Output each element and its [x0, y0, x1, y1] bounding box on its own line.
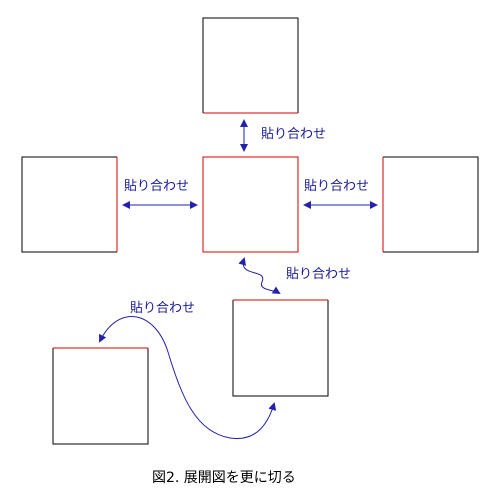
figure-caption: 図2. 展開図を更に切る: [152, 470, 296, 486]
face-left-edges: [21, 156, 117, 253]
face-lower: [232, 299, 329, 397]
label-left-center: 貼り合わせ: [124, 179, 189, 194]
face-center: [202, 156, 299, 253]
face-right: [382, 156, 479, 253]
face-bottom-left: [52, 347, 149, 445]
face-right-edges: [383, 156, 479, 253]
arrow-center-lower: [238, 257, 281, 295]
arrow-bottomleft-lower: [99, 316, 277, 440]
label-bottomleft-lower: 貼り合わせ: [130, 301, 195, 316]
face-lower-edges: [232, 300, 329, 397]
face-left: [21, 156, 118, 253]
label-top-center: 貼り合わせ: [261, 127, 326, 142]
face-bottom-left-edges: [52, 348, 149, 445]
face-center-edges: [202, 156, 299, 253]
label-center-right: 貼り合わせ: [304, 179, 369, 194]
face-top-edges: [202, 17, 299, 113]
face-top: [202, 17, 299, 114]
label-center-lower: 貼り合わせ: [286, 267, 351, 282]
